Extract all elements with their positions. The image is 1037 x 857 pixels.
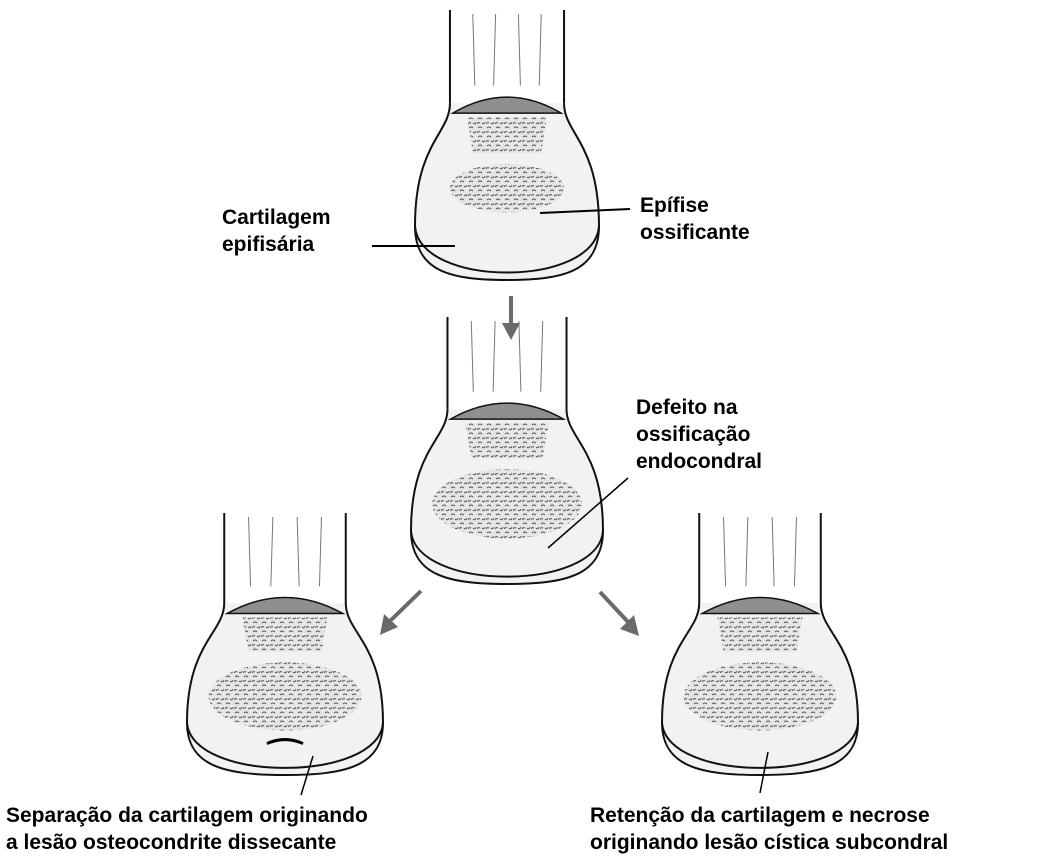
shaft-texture [772,517,774,586]
shaft-texture [724,517,726,586]
label-line: ossificante [640,219,750,246]
metaphysis-stipple [717,617,802,651]
label-line: Separação da cartilagem originando [6,802,368,829]
label-separacao-cartilagem: Separação da cartilagem originando a les… [6,802,368,856]
growth-plate-cap [227,597,342,613]
arrow-down-right [600,592,639,636]
ossification-center [684,662,837,730]
label-defeito-ossificacao: Defeito na ossificação endocondral [636,394,762,475]
shaft-texture [794,517,796,586]
growth-plate-cap [453,97,561,113]
shaft-texture [297,517,299,586]
ossification-center [450,164,564,213]
shaft-texture [319,517,321,586]
label-line: originando lesão cística subcondral [590,829,948,856]
shaft-texture [271,517,273,586]
arrow-down [502,296,520,340]
metaphysis-stipple [465,423,548,458]
bone-middle [411,317,603,584]
shaft-texture [539,14,541,86]
label-cartilagem-epifisaria: Cartilagem epifisária [222,204,331,258]
ossification-center [432,469,582,538]
shaft-texture [541,321,543,392]
shaft-texture [493,321,495,392]
shaft-texture [473,14,475,86]
label-line: ossificação [636,421,762,448]
label-epifise-ossificante: Epífise ossificante [640,192,750,246]
metaphysis-stipple [242,617,327,651]
shaft-texture [519,321,521,392]
label-line: Cartilagem [222,204,331,231]
growth-plate-cap [702,597,817,613]
shaft-texture [249,517,251,586]
label-line: Defeito na [636,394,762,421]
bone-top [415,10,599,280]
metaphysis-stipple [467,117,547,153]
label-line: Epífise [640,192,750,219]
label-retencao-cartilagem: Retenção da cartilagem e necrose origina… [590,802,948,856]
bone-bottom-left [187,513,383,775]
shaft-texture [494,14,496,86]
label-line: Retenção da cartilagem e necrose [590,802,948,829]
arrow-down-left [380,591,421,635]
label-line: endocondral [636,448,762,475]
shaft-texture [471,321,473,392]
growth-plate-cap [450,403,563,419]
shaft-texture [518,14,520,86]
ossification-center [209,662,362,730]
label-line: epifisária [222,231,331,258]
label-line: a lesão osteocondrite dissecante [6,829,368,856]
shaft-texture [746,517,748,586]
bone-bottom-right [662,513,858,775]
